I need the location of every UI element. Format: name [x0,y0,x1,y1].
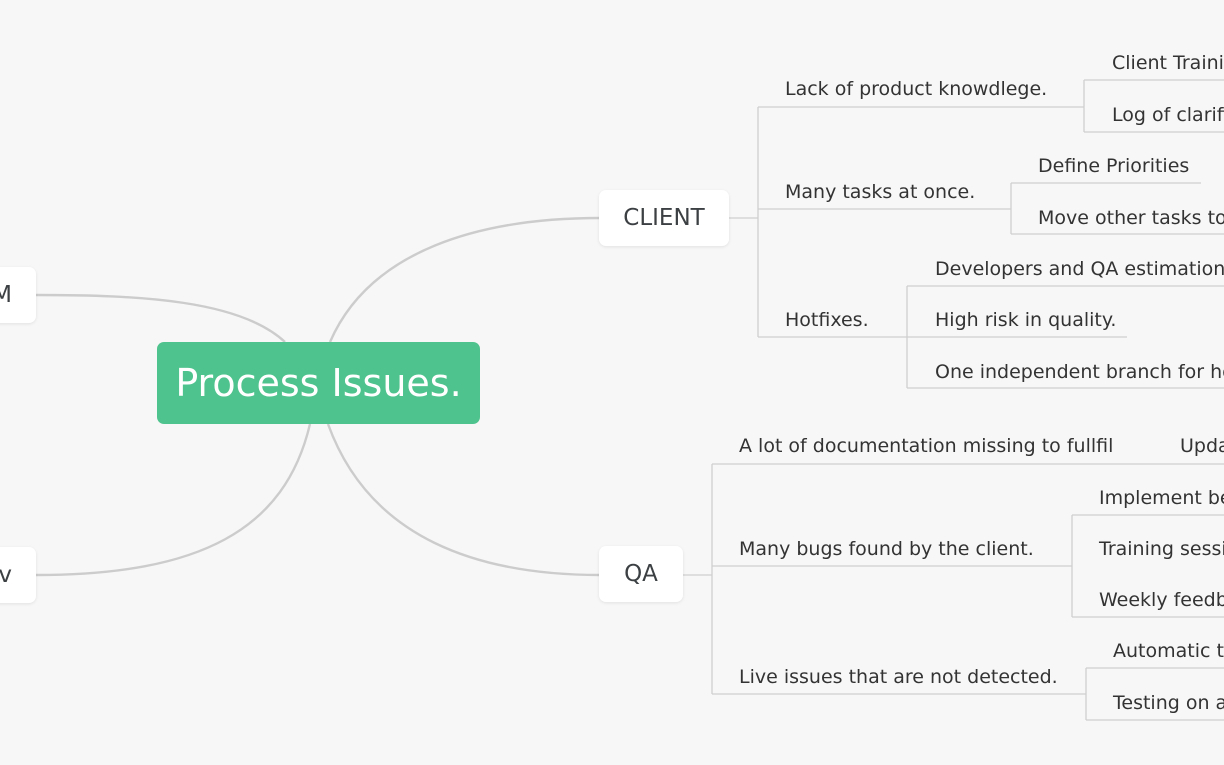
subtopic-live-issues[interactable]: Live issues that are not detected. [739,666,1058,688]
topic-left-lower[interactable]: v [0,547,36,603]
topic-left-lower-label: v [0,562,12,588]
leaf-define-priorities[interactable]: Define Priorities [1038,155,1190,177]
central-topic[interactable]: Process Issues. [157,342,480,424]
leaf-dev-qa-estimation[interactable]: Developers and QA estimation. [935,258,1224,280]
leaf-high-risk-quality[interactable]: High risk in quality. [935,309,1117,331]
topic-qa[interactable]: QA [599,546,683,602]
subtopic-many-bugs[interactable]: Many bugs found by the client. [739,538,1034,560]
topic-client[interactable]: CLIENT [599,190,729,246]
leaf-training-sessions[interactable]: Training sessi [1099,538,1224,560]
leaf-log-of-clarifications[interactable]: Log of clarifi [1112,104,1224,126]
topic-left-upper-label: M [0,282,12,308]
leaf-implement[interactable]: Implement be [1099,487,1224,509]
topic-left-upper[interactable]: M [0,267,36,323]
subtopic-lack-of-knowledge[interactable]: Lack of product knowdlege. [785,78,1048,100]
leaf-update[interactable]: Upda [1180,435,1224,457]
subtopic-hotfixes[interactable]: Hotfixes. [785,309,869,331]
leaf-testing-on[interactable]: Testing on a [1113,692,1224,714]
leaf-move-other-tasks[interactable]: Move other tasks to [1038,207,1224,229]
leaf-weekly-feedback[interactable]: Weekly feedb [1099,589,1224,611]
subtopic-missing-documentation[interactable]: A lot of documentation missing to fullfi… [739,435,1114,457]
topic-qa-label: QA [624,561,658,587]
leaf-independent-branch[interactable]: One independent branch for ho [935,361,1224,383]
leaf-client-training[interactable]: Client Trainin [1112,52,1224,74]
topic-client-label: CLIENT [623,205,705,231]
leaf-automatic-testing[interactable]: Automatic t [1113,640,1224,662]
subtopic-many-tasks[interactable]: Many tasks at once. [785,181,976,203]
